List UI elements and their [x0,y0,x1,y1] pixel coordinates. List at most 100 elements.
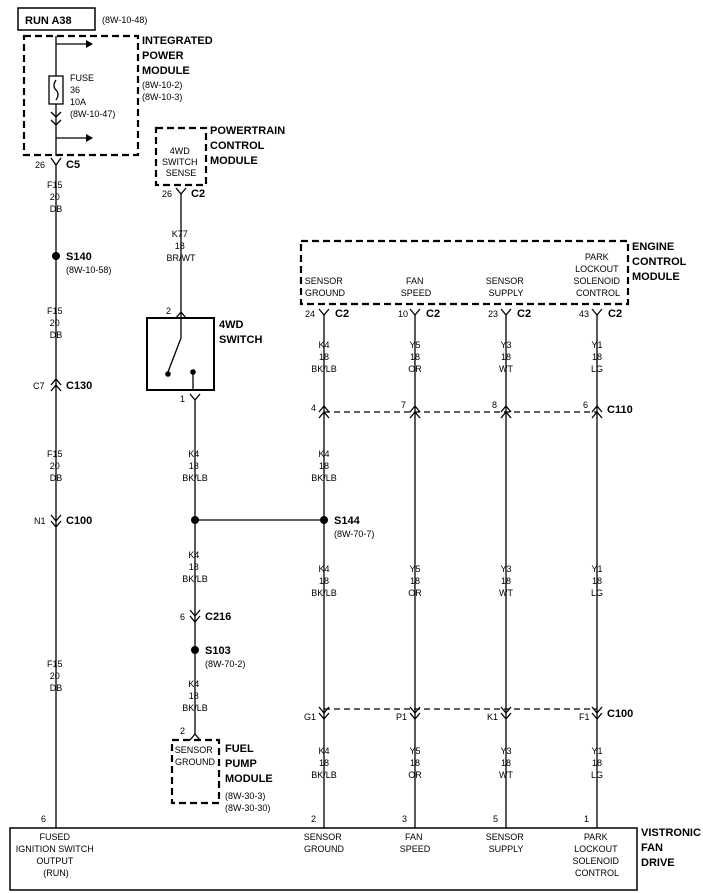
fuel-pump-inner-label: SENSOR GROUND [175,745,216,767]
c110-fs-pin-label: 7 [401,400,406,410]
c100-f15-pin-label: N1 [34,516,46,526]
fuse-36-label: FUSE 36 10A (8W-10-47) [70,73,115,119]
ecm-pin-sensor-supply: SENSOR SUPPLY [486,276,527,298]
c130-pin-label: C7 [33,381,45,391]
vfd-pin-fused-ign: FUSED IGNITION SWITCH OUTPUT (RUN) [16,832,97,878]
ecm-pl-pin-label: 43 [579,309,589,319]
splice-s140-dot [52,252,60,260]
ecm-fs-pin-label: 10 [398,309,408,319]
c100-fs-pin-label: P1 [396,712,407,722]
c100-label: C100 [607,708,633,720]
fuel-pump-name: FUEL PUMP MODULE [225,743,273,785]
c110-ss-pin-label: 8 [492,400,497,410]
ecm-ss-pin-label: 23 [488,309,498,319]
c110-pl-pin-label: 6 [583,400,588,410]
pcm-inner-label: 4WD SWITCH SENSE [162,146,200,178]
k77-label: K77 18 BR/WT [167,229,196,263]
vistronic-fan-drive-box [9,827,638,891]
connector-c100-f15-pin [50,514,62,529]
integrated-power-module-box [22,34,140,157]
switch-in-pin-label: 2 [166,306,171,316]
c130-label: C130 [66,380,92,392]
vfd-pin-sensor-supply: SENSOR SUPPLY [486,832,527,854]
splice-s144-dot [320,516,328,524]
vfd-pin-park-lockout: PARK LOCKOUT SOLENOID CONTROL [572,832,621,878]
ipm-internal-bus [50,36,93,156]
splice-s103-dot [191,646,199,654]
c100-pl-pin-label: F1 [579,712,590,722]
s144-ref: (8W-70-7) [334,529,374,539]
c110-label: C110 [607,404,633,416]
vfd-sg-pin-label: 2 [311,814,316,824]
ecm-pin-fan-speed: FAN SPEED [401,276,432,298]
vfd-fs-pin-label: 3 [402,814,407,824]
ecm-c2-pins [318,308,603,317]
f15-label-4: F15 20 DB [47,659,65,693]
c5-pin-label: 26 [35,160,45,170]
fuel-pump-module-box [170,738,221,805]
c110-sg-pin-label: 4 [311,403,316,413]
c100-ss-pin-label: K1 [487,712,498,722]
ipm-refs: (8W-10-2) (8W-10-3) [142,80,185,102]
k4-label-sw-1: K4 18 BK/LB [182,449,208,483]
ecm-pin-park-lockout: PARK LOCKOUT SOLENOID CONTROL [573,252,622,298]
ecm-c2-label-3: C2 [517,308,531,320]
k4-label-sw-2: K4 18 BK/LB [182,550,208,584]
ecm-pin-sensor-ground: SENSOR GROUND [305,276,346,298]
fuel-pump-refs: (8W-30-3) (8W-30-30) [225,791,270,813]
pcm-name: POWERTRAIN CONTROL MODULE [210,125,288,167]
c100-pins [318,706,603,721]
4wd-switch-contacts [165,318,196,390]
engine-control-module-box [299,239,630,306]
c100-f15-label: C100 [66,515,92,527]
ecm-sg-pin-label: 24 [305,309,315,319]
s140-name: S140 [66,251,92,263]
ecm-c2-label-2: C2 [426,308,440,320]
f15-label-3: F15 20 DB [47,449,65,483]
connector-c130-pin [50,377,62,392]
vfd-ign-pin-label: 6 [41,814,46,824]
switch-out-pin [189,393,201,402]
f15-label-1: F15 20 DB [47,180,65,214]
pcm-c2-label: C2 [191,188,205,200]
4wd-switch-name: 4WD SWITCH [219,319,262,346]
k4-label-sw-3: K4 18 BK/LB [182,679,208,713]
s140-ref: (8W-10-58) [66,265,111,275]
ecm-vertical-wires [323,315,598,828]
vfd-pin-fan-speed: FAN SPEED [400,832,431,854]
s103-name: S103 [205,645,231,657]
ecm-name: ENGINE CONTROL MODULE [632,241,689,283]
vfd-pin-sensor-ground: SENSOR GROUND [304,832,345,854]
header-ref: (8W-10-48) [102,15,147,25]
ipm-name: INTEGRATED POWER MODULE [142,35,216,77]
c216-label: C216 [205,611,231,623]
pcm-c2-pin [175,187,187,196]
s144-name: S144 [334,515,361,527]
pcm-c2-pin-label: 26 [162,189,172,199]
ecm-c2-label-4: C2 [608,308,622,320]
switch-out-pin-label: 1 [180,394,185,404]
c110-pins [318,404,603,419]
s103-ref: (8W-70-2) [205,659,245,669]
f15-label-2: F15 20 DB [47,306,65,340]
fuse-36-symbol [48,75,64,105]
connector-c216-pin [189,609,201,624]
connector-c5-pin [50,157,62,167]
